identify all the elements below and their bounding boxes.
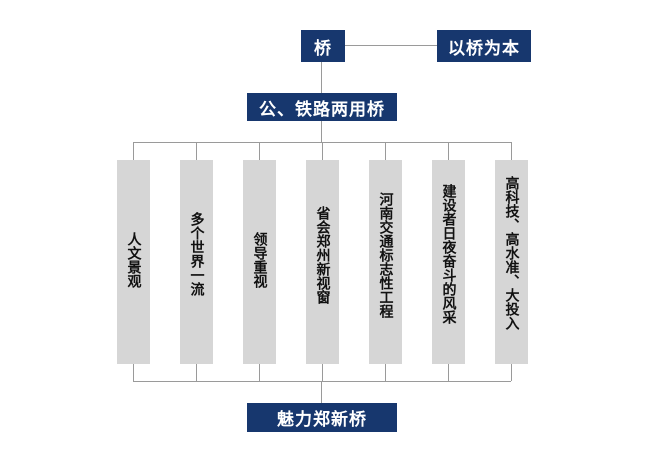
connector-top-to-mid xyxy=(321,62,322,93)
branch-box: 建设者日夜奋斗的风采 xyxy=(432,160,465,364)
branch-label: 高科技、高水准、大投入 xyxy=(503,176,520,330)
connector-branch-top xyxy=(322,142,323,160)
branch-label: 建设者日夜奋斗的风采 xyxy=(440,184,457,324)
connector-branch-top xyxy=(448,142,449,160)
connector-branch-bottom xyxy=(133,364,134,381)
connector-branch-top xyxy=(133,142,134,160)
connector-bottom-bus xyxy=(133,381,511,382)
branch-box: 领导重视 xyxy=(243,160,276,364)
connector-branch-bottom xyxy=(385,364,386,381)
connector-branch-bottom xyxy=(259,364,260,381)
branch-box: 人文景观 xyxy=(117,160,150,364)
branch-label: 河南交通标志性工程 xyxy=(377,192,394,318)
connector-branch-top xyxy=(385,142,386,160)
mid-node-road-rail-bridge: 公、铁路两用桥 xyxy=(247,93,397,121)
connector-branch-bottom xyxy=(322,364,323,381)
branch-box: 高科技、高水准、大投入 xyxy=(495,160,528,364)
top-node-bridge: 桥 xyxy=(301,30,345,62)
connector-branch-top xyxy=(259,142,260,160)
connector-mid-to-bus xyxy=(321,121,322,142)
connector-branch-bottom xyxy=(448,364,449,381)
connector-top-to-side xyxy=(345,45,437,46)
connector-branch-top xyxy=(196,142,197,160)
connector-branch-bottom xyxy=(511,364,512,381)
branch-box: 省会郑州新视窗 xyxy=(306,160,339,364)
branch-label: 领导重视 xyxy=(251,232,268,288)
bottom-node-charming-bridge: 魅力郑新桥 xyxy=(247,403,397,432)
branch-box: 多个世界一流 xyxy=(180,160,213,364)
connector-branch-bottom xyxy=(196,364,197,381)
branch-box: 河南交通标志性工程 xyxy=(369,160,402,364)
connector-branch-top xyxy=(511,142,512,160)
branch-label: 多个世界一流 xyxy=(188,212,205,296)
connector-bus-to-bottom xyxy=(321,381,322,403)
side-node-bridge-first: 以桥为本 xyxy=(437,30,531,62)
branch-label: 省会郑州新视窗 xyxy=(314,206,331,304)
branch-label: 人文景观 xyxy=(125,232,142,288)
